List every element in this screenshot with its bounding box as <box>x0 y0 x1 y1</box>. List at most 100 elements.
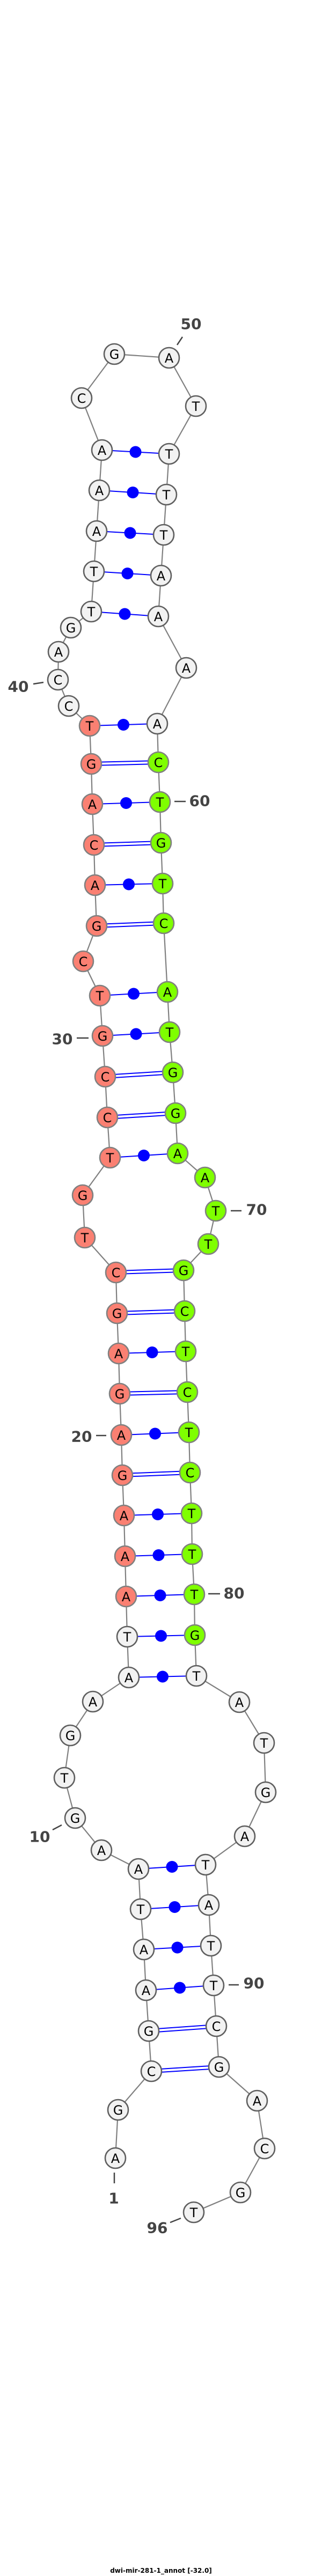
nucleotide-base: A <box>253 2094 262 2109</box>
pair-bond-line <box>93 841 162 844</box>
nucleotide-base: T <box>181 1344 190 1359</box>
nucleotide-base: T <box>80 1231 89 1246</box>
pair-bond-dot <box>155 1630 167 1642</box>
base-pair <box>125 1549 193 1561</box>
nucleotide-circle <box>152 912 175 934</box>
nucleotide-base: G <box>171 1106 181 1121</box>
pair-bond-dot <box>119 608 131 620</box>
nucleotide-base: C <box>154 755 163 770</box>
nucleotide-base: C <box>64 699 74 714</box>
pair-bond-line <box>148 2024 217 2030</box>
nucleotide-base: C <box>112 1265 121 1280</box>
nucleotide: A <box>90 1839 113 1861</box>
nucleotide: A <box>47 641 70 663</box>
pair-bond-dot <box>128 988 140 1000</box>
nucleotide: A <box>127 1858 150 1880</box>
pair-bond-line <box>151 2068 219 2073</box>
pair-bond-line <box>122 1470 191 1474</box>
nucleotide-base: T <box>162 488 171 503</box>
nucleotide-circle <box>158 1021 181 1043</box>
nucleotide-base: C <box>186 1466 195 1481</box>
nucleotide-circle <box>229 2181 252 2204</box>
nucleotide-circle <box>253 1732 275 1754</box>
pair-bond-dot <box>121 568 134 579</box>
nucleotide-circle <box>107 2099 129 2121</box>
nucleotide: G <box>64 1807 86 1829</box>
nucleotide-base: A <box>182 661 191 676</box>
nucleotide: T <box>202 1974 225 1997</box>
pair-bond-dot <box>149 1427 161 1440</box>
nucleotide-base: C <box>54 673 63 688</box>
nucleotide: G <box>164 1102 187 1124</box>
nucleotide: A <box>91 439 113 461</box>
nucleotide-base: A <box>97 1843 106 1858</box>
nucleotide-base: T <box>204 1237 213 1252</box>
nucleotide: G <box>80 753 103 775</box>
base-pair <box>93 841 162 847</box>
position-label: 1 <box>108 2190 119 2207</box>
pair-bond-dot <box>166 1861 178 1873</box>
nucleotide: A <box>228 1691 251 1713</box>
base-pair <box>121 1427 189 1440</box>
pair-bond-line <box>116 1309 185 1312</box>
nucleotide-circle <box>182 2201 205 2224</box>
nucleotide-base: C <box>77 391 86 406</box>
pair-bond-line <box>91 760 159 763</box>
nucleotide-circle <box>194 1853 217 1876</box>
nucleotide-circle <box>140 2060 163 2082</box>
nucleotide-circle <box>202 1974 225 1997</box>
position-label: 60 <box>189 792 210 810</box>
nucleotide-base: G <box>78 1188 88 1203</box>
nucleotide-circle <box>72 950 94 973</box>
nucleotide: G <box>229 2181 252 2204</box>
nucleotide-base: T <box>201 1858 210 1873</box>
nucleotide-base: T <box>90 564 98 579</box>
nucleotide-base: A <box>240 1829 250 1844</box>
base-pair <box>122 1470 191 1477</box>
nucleotide: A <box>197 1894 220 1916</box>
nucleotide: T <box>149 791 171 813</box>
nucleotide-base: T <box>156 795 164 810</box>
nucleotide-base: G <box>214 2060 224 2075</box>
nucleotide-circle <box>60 616 82 639</box>
nucleotide: C <box>147 751 170 774</box>
nucleotide-circle <box>53 1767 76 1789</box>
nucleotide-base: A <box>154 609 163 624</box>
nucleotide-base: G <box>70 1811 80 1826</box>
nucleotide-circle <box>174 1340 197 1363</box>
nucleotide: C <box>105 1261 127 1284</box>
nucleotide-base: A <box>134 1862 143 1877</box>
nucleotide: G <box>103 343 126 365</box>
nucleotide-circle <box>158 443 180 465</box>
nucleotide: T <box>155 483 178 506</box>
nucleotide: G <box>59 1724 82 1747</box>
nucleotide-base: G <box>86 757 97 772</box>
nucleotide: A <box>150 564 172 587</box>
position-label: 90 <box>244 1975 265 1992</box>
nucleotide: C <box>253 2137 276 2160</box>
pair-bond-line <box>148 2027 217 2033</box>
nucleotide-base: T <box>159 528 168 543</box>
pair-bond-line <box>107 1111 176 1116</box>
nucleotide: A <box>135 1979 157 2001</box>
position-label: 40 <box>8 678 29 696</box>
pair-bond-dot <box>124 527 136 539</box>
nucleotide: T <box>158 443 180 465</box>
nucleotide-base: C <box>159 916 169 931</box>
nucleotide: C <box>205 2015 228 2037</box>
nucleotide: G <box>184 1624 206 1646</box>
pair-bond-dot <box>174 1982 186 1994</box>
base-pair <box>127 1630 195 1642</box>
nucleotide: G <box>85 915 108 937</box>
base-pair <box>101 446 170 458</box>
nucleotide-circle <box>204 1199 227 1222</box>
nucleotide: A <box>113 1504 135 1527</box>
nucleotide: T <box>151 872 174 895</box>
nucleotide-base: A <box>122 1589 131 1605</box>
nucleotide: A <box>146 712 169 735</box>
base-pair <box>128 1670 197 1683</box>
pair-bond-dot <box>154 1589 166 1601</box>
nucleotide-circle <box>108 1382 131 1405</box>
nucleotide-circle <box>47 641 70 663</box>
